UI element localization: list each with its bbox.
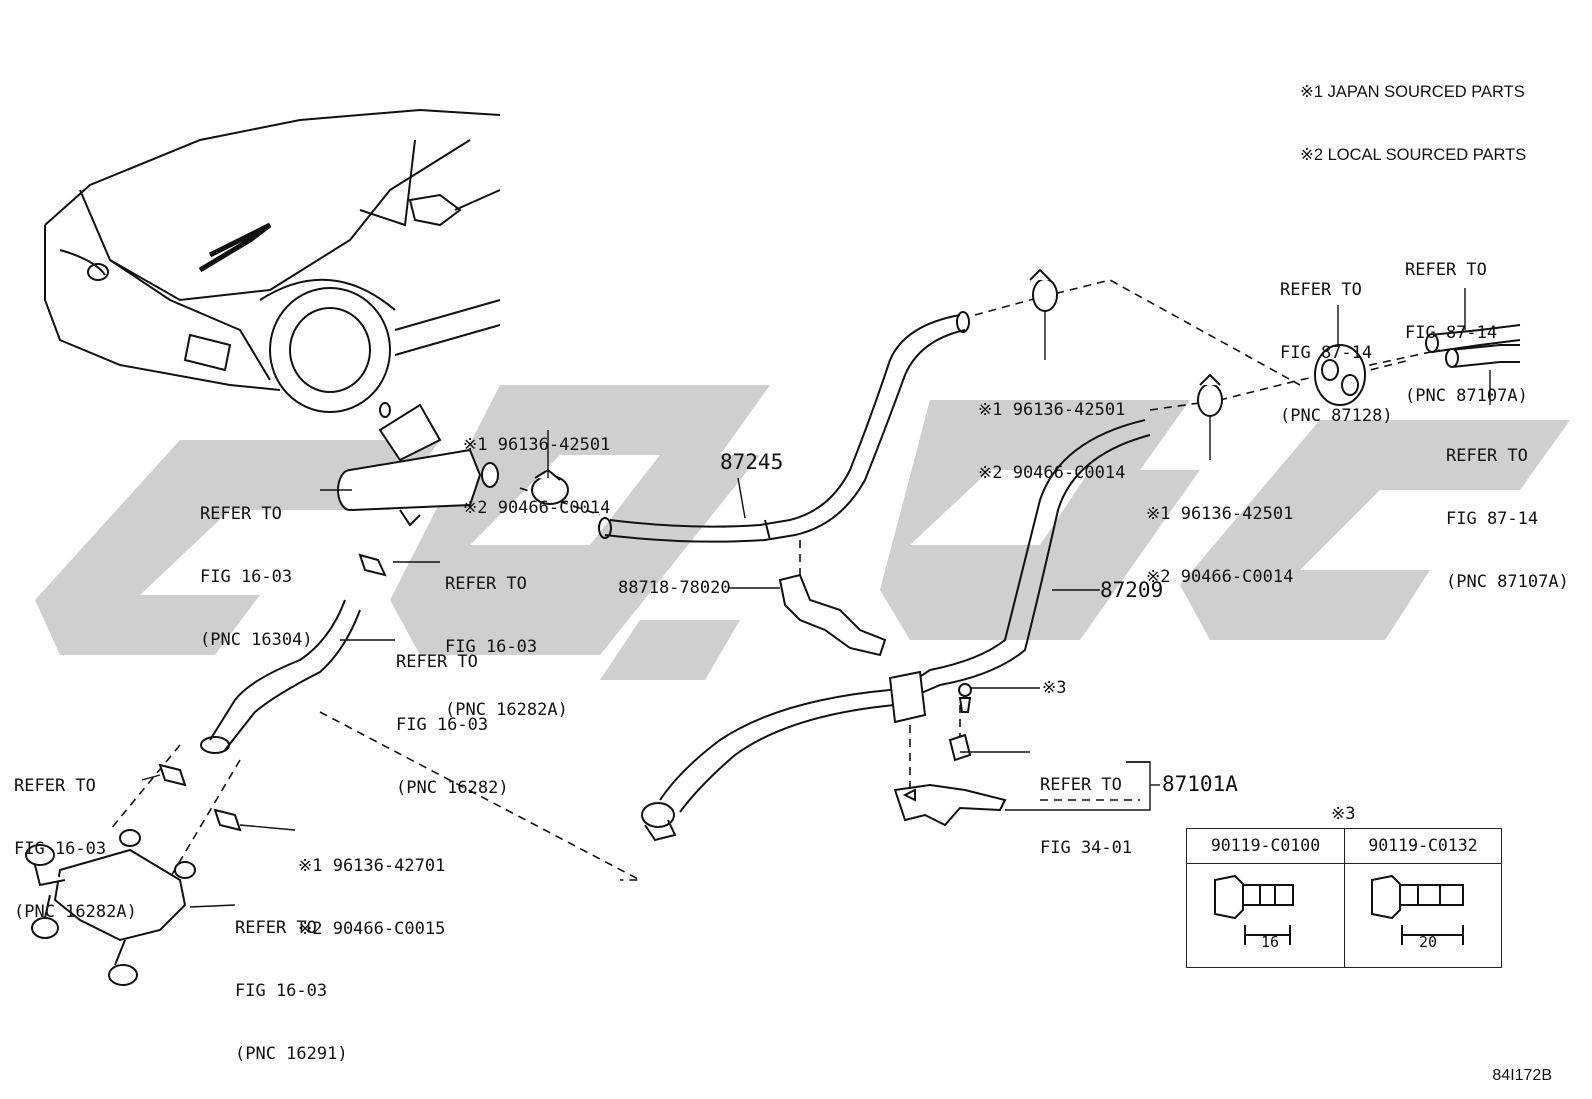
bolt-part-number-1[interactable]: 90119-C0100 [1187, 829, 1344, 864]
legend-line-japan: ※1 JAPAN SOURCED PARTS [1300, 83, 1525, 101]
clip-label-right-mid[interactable]: ※1 96136-42501 ※2 90466-C0014 [1146, 462, 1293, 630]
clip-shapes [158, 268, 1223, 832]
ref-line1: REFER TO [1280, 280, 1362, 300]
part-number-87209[interactable]: 87209 [1100, 578, 1164, 602]
clip-label-line1: ※1 96136-42501 [978, 400, 1126, 420]
bolt-part-number-2[interactable]: 90119-C0132 [1345, 829, 1501, 864]
bolt-length-2: 20 [1419, 933, 1438, 951]
ref-line3: (PNC 16282A) [14, 902, 137, 922]
ref-pnc-16282[interactable]: REFER TO FIG 16-03 (PNC 16282) [396, 610, 509, 841]
ref-line1: REFER TO [14, 776, 96, 796]
ref-line3: (PNC 87107A) [1446, 572, 1569, 592]
ref-pnc-16304[interactable]: REFER TO FIG 16-03 (PNC 16304) [200, 462, 313, 693]
ref-line2: FIG 87-14 [1280, 343, 1373, 363]
watermark-logo [35, 385, 1570, 680]
clip-label-left-upper[interactable]: ※1 96136-42501 ※2 90466-C0014 [463, 393, 610, 561]
ref-line3: (PNC 16282A) [445, 700, 568, 720]
water-outlet-fitting [337, 402, 499, 527]
clip-label-line2: ※2 90466-C0014 [978, 463, 1126, 483]
ref-line1: REFER TO [1405, 260, 1487, 280]
ref-line1: REFER TO [200, 504, 282, 524]
water-valve-assembly [25, 829, 196, 986]
ref-pnc-16291[interactable]: REFER TO FIG 16-03 (PNC 16291) [235, 876, 348, 1099]
bolt-table-title: ※3 [1331, 804, 1356, 824]
ref-line3: (PNC 87128) [1280, 406, 1393, 426]
clip-label-line1: ※1 96136-42501 [1146, 504, 1294, 524]
clip-label-line1: ※1 96136-42501 [463, 435, 611, 455]
car-illustration [44, 108, 501, 413]
clip-label-line2: ※2 90466-C0014 [1146, 567, 1294, 587]
clip-label-line1: ※1 96136-42701 [298, 856, 446, 876]
ref-line3: (PNC 16282) [396, 778, 509, 798]
clip-label-top-center[interactable]: ※1 96136-42501 ※2 90466-C0014 [978, 358, 1125, 526]
ref-line2: FIG 16-03 [200, 567, 293, 587]
hose-holder-and-bracket [888, 670, 1007, 827]
note-mark-3: ※3 [1042, 678, 1067, 698]
clamp-bracket [778, 573, 887, 657]
ref-line2: FIG 87-14 [1405, 323, 1498, 343]
ref-fig-34-01[interactable]: REFER TO FIG 34-01 [1040, 733, 1132, 901]
ref-line3: (PNC 16304) [200, 630, 313, 650]
clip-label-line2: ※2 90466-C0015 [298, 919, 446, 939]
ref-line2: FIG 16-03 [14, 839, 107, 859]
ref-line2: FIG 16-03 [445, 637, 538, 657]
ref-pnc-87107a-bottom[interactable]: REFER TO FIG 87-14 (PNC 87107A) [1446, 404, 1569, 635]
ref-line1: REFER TO [235, 918, 317, 938]
part-number-87101a[interactable]: 87101A [1162, 772, 1238, 796]
part-number-88718[interactable]: 88718-78020 [618, 578, 731, 598]
bolt-length-1: 16 [1261, 933, 1280, 951]
ref-line1: REFER TO [445, 574, 527, 594]
grommet-and-pipes [1314, 324, 1521, 406]
bolt-table-col-1: 90119-C0100 16 [1187, 829, 1344, 967]
bolt-drawings [1214, 874, 1464, 945]
legend: ※1 JAPAN SOURCED PARTS ※2 LOCAL SOURCED … [1300, 40, 1526, 208]
ref-line1: REFER TO [1446, 446, 1528, 466]
ref-pnc-87107a-top[interactable]: REFER TO FIG 87-14 (PNC 87107A) [1405, 218, 1528, 449]
legend-line-local: ※2 LOCAL SOURCED PARTS [1300, 146, 1527, 164]
part-number-87245[interactable]: 87245 [720, 450, 784, 474]
solid-leaders [141, 288, 1491, 908]
ref-pnc-16282a-upper[interactable]: REFER TO FIG 16-03 (PNC 16282A) [445, 532, 568, 763]
ref-line1: REFER TO [396, 652, 478, 672]
clip-label-bottom-left[interactable]: ※1 96136-42701 ※2 90466-C0015 [298, 814, 445, 982]
ref-line3: (PNC 16291) [235, 1044, 348, 1064]
ref-pnc-87128[interactable]: REFER TO FIG 87-14 (PNC 87128) [1280, 238, 1393, 469]
ref-line1: REFER TO [1040, 775, 1122, 795]
clip-label-line2: ※2 90466-C0014 [463, 498, 611, 518]
hoses [200, 311, 1151, 842]
bolt-table-col-2: 90119-C0132 20 [1344, 829, 1501, 967]
ref-line3: (PNC 87107A) [1405, 386, 1528, 406]
bolt-table: 90119-C0100 16 90119-C0132 20 [1186, 828, 1502, 968]
ref-line2: FIG 16-03 [396, 715, 489, 735]
ref-line2: FIG 87-14 [1446, 509, 1539, 529]
ref-line2: FIG 16-03 [235, 981, 328, 1001]
figure-code: 84I172B [1492, 1067, 1552, 1084]
ref-pnc-16282a-lower[interactable]: REFER TO FIG 16-03 (PNC 16282A) [14, 734, 137, 965]
ref-line2: FIG 34-01 [1040, 838, 1133, 858]
